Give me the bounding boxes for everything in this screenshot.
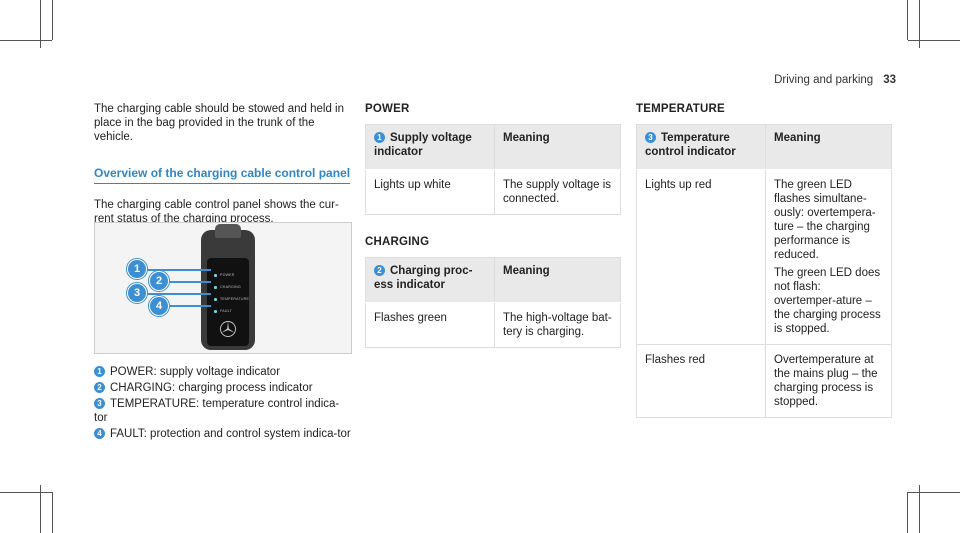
- header-label: Charging proc-ess indicator: [374, 265, 473, 291]
- callout-2: 2: [149, 271, 169, 291]
- legend-number: 2: [94, 382, 105, 393]
- device-label-power: POWER: [220, 273, 235, 277]
- table-cell: The high-voltage bat-tery is charging.: [494, 302, 621, 348]
- control-panel-photo: POWER CHARGING TEMPERATURE FAULT 1 2 3 4: [94, 222, 352, 354]
- led: [214, 298, 217, 301]
- callout-line: [145, 293, 211, 295]
- overview-title: Overview of the charging cable control p…: [94, 166, 351, 184]
- table-number: 2: [374, 265, 385, 276]
- table-row: Flashes green The high-voltage bat-tery …: [365, 302, 621, 348]
- running-header: Driving and parking 33: [774, 74, 896, 86]
- table-header: Meaning: [494, 124, 621, 170]
- crop-mark: [40, 485, 41, 533]
- list-item: 1 POWER: supply voltage indicator: [94, 365, 352, 379]
- cell-paragraph: The green LED flashes simultane-ously: o…: [774, 179, 876, 261]
- callout-4: 4: [149, 296, 169, 316]
- legend-list: 1 POWER: supply voltage indicator 2 CHARGI…: [94, 365, 352, 443]
- table-row: Lights up white The supply voltage is co…: [365, 169, 621, 215]
- table-number: 3: [645, 132, 656, 143]
- table-header: Meaning: [765, 124, 892, 170]
- callout-3: 3: [127, 283, 147, 303]
- table-cell: The supply voltage is connected.: [494, 169, 621, 215]
- table-row: Lights up red The green LED flashes simu…: [636, 169, 892, 345]
- crop-mark: [52, 492, 53, 533]
- crop-mark: [0, 492, 52, 493]
- table-cell: Flashes green: [365, 302, 495, 348]
- charging-title: CHARGING: [365, 236, 430, 248]
- power-title: POWER: [365, 103, 410, 115]
- left-column: The charging cable should be stowed and …: [94, 102, 352, 226]
- callout-line: [167, 281, 211, 283]
- header-label: Supply voltage indicator: [374, 132, 472, 158]
- legend-number: 1: [94, 366, 105, 377]
- table-number: 1: [374, 132, 385, 143]
- crop-mark: [40, 0, 41, 48]
- crop-mark: [52, 0, 53, 40]
- legend-text: FAULT: protection and control system ind…: [110, 428, 351, 440]
- table-header: Meaning: [494, 257, 621, 303]
- page-number: 33: [883, 74, 896, 86]
- cable-plug: [215, 224, 241, 238]
- callout-line: [145, 269, 211, 271]
- crop-mark: [919, 0, 920, 48]
- control-panel-device: POWER CHARGING TEMPERATURE FAULT: [201, 224, 255, 350]
- callout-1: 1: [127, 259, 147, 279]
- table-row: Flashes red Overtemperature at the mains…: [636, 344, 892, 418]
- crop-mark: [908, 40, 960, 41]
- led: [214, 310, 217, 313]
- header-label: Temperature control indicator: [645, 132, 736, 158]
- crop-mark: [0, 40, 52, 41]
- temperature-title: TEMPERATURE: [636, 103, 725, 115]
- device-label-fault: FAULT: [220, 309, 232, 313]
- table-cell: Flashes red: [636, 344, 766, 418]
- legend-text: POWER: supply voltage indicator: [110, 366, 281, 378]
- legend-text: CHARGING: charging process indicator: [110, 382, 313, 394]
- panel-screen: POWER CHARGING TEMPERATURE FAULT: [207, 258, 249, 346]
- mercedes-star-icon: [220, 321, 236, 337]
- cell-paragraph: The green LED does not flash: overtemper…: [774, 267, 881, 335]
- callout-line: [167, 305, 211, 307]
- header-section: Driving and parking: [774, 74, 874, 86]
- legend-number: 4: [94, 428, 105, 439]
- table-cell: Overtemperature at the mains plug – the …: [765, 344, 892, 418]
- legend-number: 3: [94, 398, 105, 409]
- intro-paragraph: The charging cable should be stowed and …: [94, 103, 344, 143]
- device-label-charging: CHARGING: [220, 285, 241, 289]
- crop-mark: [907, 0, 908, 40]
- table-cell: The green LED flashes simultane-ously: o…: [765, 169, 892, 345]
- table-cell: Lights up red: [636, 169, 766, 345]
- crop-mark: [908, 492, 960, 493]
- table-cell: Lights up white: [365, 169, 495, 215]
- list-item: 2 CHARGING: charging process indicator: [94, 381, 352, 395]
- led: [214, 286, 217, 289]
- led: [214, 274, 217, 277]
- list-item: 4 FAULT: protection and control system in…: [94, 427, 352, 441]
- legend-text: TEMPERATURE: temperature control indica-…: [94, 398, 340, 424]
- device-label-temperature: TEMPERATURE: [220, 297, 250, 301]
- crop-mark: [907, 492, 908, 533]
- crop-mark: [919, 485, 920, 533]
